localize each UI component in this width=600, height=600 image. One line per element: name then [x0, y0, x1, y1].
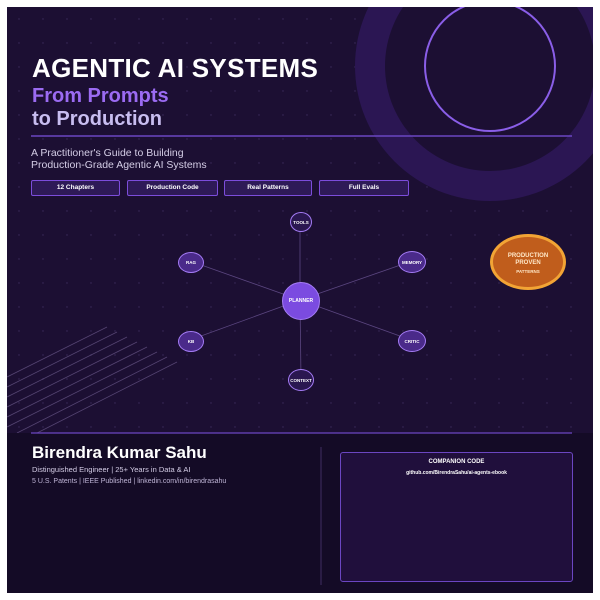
- badge-text-line3: PATTERNS: [516, 269, 540, 274]
- tagline-line2: Production-Grade Agentic AI Systems: [31, 159, 207, 171]
- badge-text-line1: PRODUCTION: [507, 253, 549, 259]
- badge-text-line2: PROVEN: [515, 260, 541, 266]
- book-subtitle-line2: to Production: [32, 108, 162, 130]
- author-role: Distinguished Engineer | 25+ Years in Da…: [32, 465, 191, 474]
- node-tools: TOOLS: [290, 212, 312, 232]
- author-credentials: 5 U.S. Patents | IEEE Published | linked…: [32, 478, 227, 485]
- decor-circle-ring: [385, 7, 593, 171]
- node-kb: KB: [178, 331, 204, 352]
- feature-pill-code: Production Code: [127, 180, 218, 196]
- node-context: CONTEXT: [288, 369, 314, 391]
- companion-code-title: COMPANION CODE: [428, 459, 485, 465]
- author-name: Birendra Kumar Sahu: [32, 443, 207, 462]
- book-subtitle-line1: From Prompts: [32, 85, 169, 107]
- tagline-line1: A Practitioner's Guide to Building: [31, 147, 184, 159]
- production-badge: [490, 234, 566, 290]
- companion-code-box: COMPANION CODE github.com/BirendraSahu/a…: [340, 452, 573, 582]
- companion-code-url[interactable]: github.com/BirendraSahu/ai-agents-ebook: [406, 470, 507, 476]
- book-title: AGENTIC AI SYSTEMS: [32, 53, 319, 83]
- node-critic: CRITIC: [398, 330, 426, 352]
- feature-pill-evals: Full Evals: [319, 180, 409, 196]
- feature-pill-chapters: 12 Chapters: [31, 180, 120, 196]
- decor-circle-inner: [424, 7, 556, 132]
- node-planner: PLANNER: [282, 282, 320, 320]
- book-cover: AGENTIC AI SYSTEMS From Prompts to Produ…: [7, 7, 593, 593]
- feature-pill-patterns: Real Patterns: [224, 180, 312, 196]
- decor-stripes: [7, 326, 178, 434]
- node-memory: MEMORY: [398, 251, 426, 273]
- node-rag: RAG: [178, 252, 204, 273]
